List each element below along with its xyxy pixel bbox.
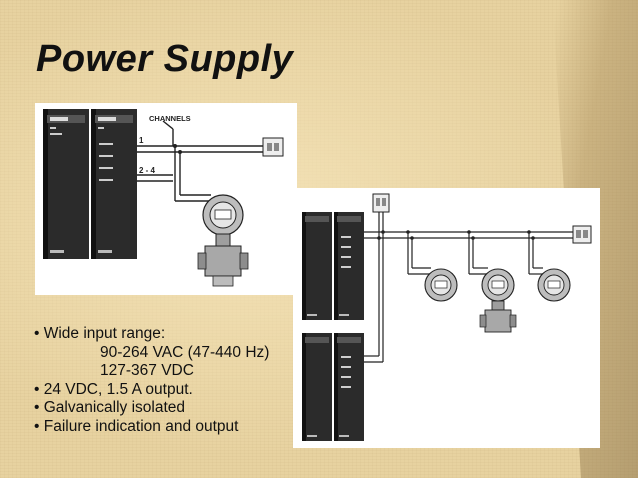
junction-dot [178,150,182,154]
channel-1-label: 1 [139,136,144,145]
slide-title: Power Supply [36,38,294,80]
junction-dots [377,230,535,240]
spec-bullets: • Wide input range: 90-264 VAC (47-440 H… [34,325,269,436]
io-module [302,333,332,441]
channel-wires [137,120,263,202]
power-terminal [372,193,390,213]
io-module [334,333,364,441]
channel-2-4-label: 2 - 4 [139,166,156,175]
io-module [43,109,89,259]
io-module [91,109,137,259]
terminal-block [572,225,592,244]
bullet-failure: • Failure indication and output [34,417,239,435]
transmitter-with-sensor [479,268,517,333]
bullet-output: • 24 VDC, 1.5 A output. [34,380,193,398]
transmitter-head [537,268,571,302]
wiring-diagram-left: CHANNELS 1 2 - 4 [43,109,284,287]
bullet-isolation: • Galvanically isolated [34,399,186,416]
junction-dot [173,144,177,148]
terminal-block [262,137,284,157]
wiring-diagram-right [302,193,592,441]
pressure-transmitter [197,194,249,287]
diagram-multi-transmitter [293,188,600,448]
bullet-vac-range: 90-264 VAC (47-440 Hz) [100,343,270,361]
transmitter-head [424,268,458,302]
channels-label: CHANNELS [149,114,191,123]
bullet-vdc-range: 127-367 VDC [100,362,194,379]
io-module [334,212,364,320]
diagram-single-transmitter: CHANNELS 1 2 - 4 [35,103,297,295]
io-module [302,212,332,320]
bullet-input-range: • Wide input range: [34,325,166,342]
